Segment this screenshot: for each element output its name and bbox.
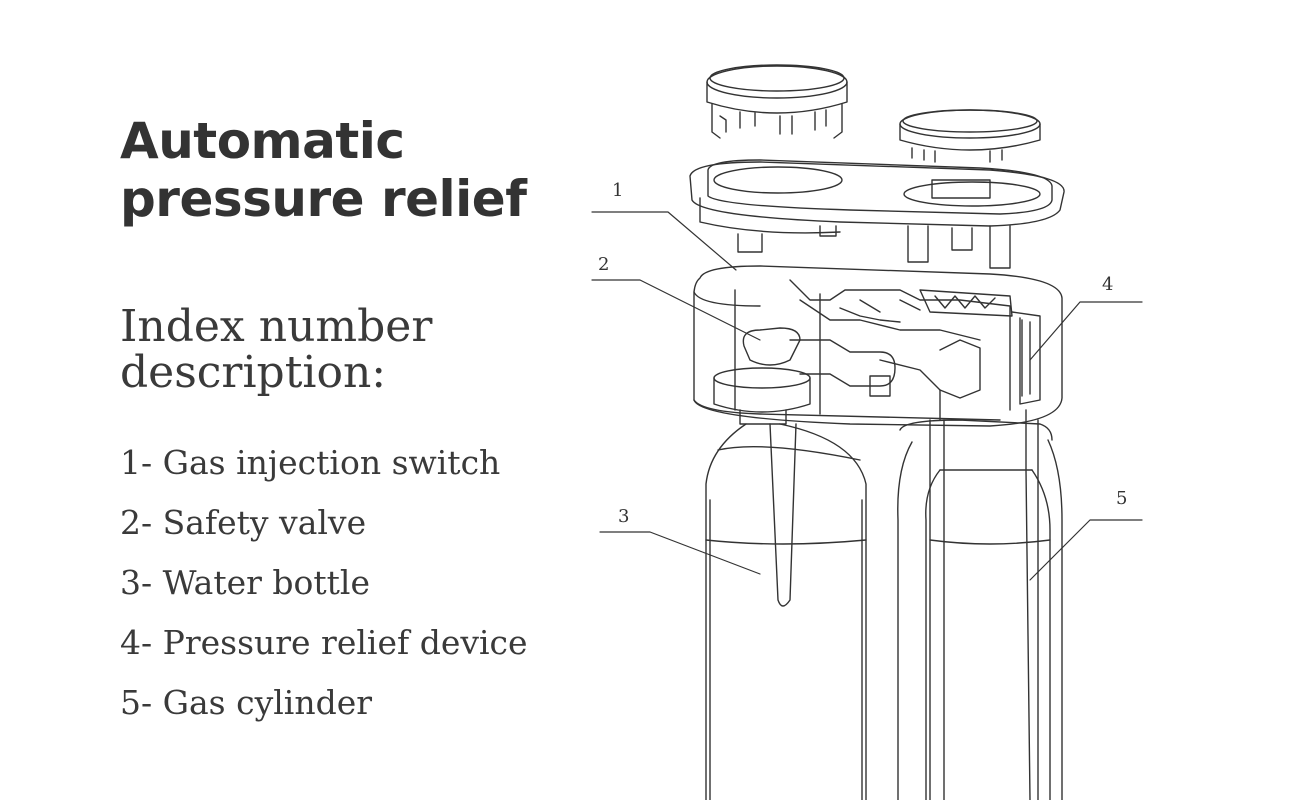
index-item-1: 1- Gas injection switch xyxy=(120,443,501,482)
index-item-4: 4- Pressure relief device xyxy=(120,623,528,662)
left-cap-drawing xyxy=(706,64,848,139)
housing-drawing xyxy=(693,265,1063,427)
index-item-5: 5- Gas cylinder xyxy=(120,683,373,722)
index-item-3: 3- Water bottle xyxy=(120,563,371,602)
callout-5: 5 xyxy=(1116,488,1127,509)
index-list: 1- Gas injection switch 2- Safety valve … xyxy=(120,438,528,738)
page-title: Automatic pressure relief xyxy=(120,112,527,228)
callout-1: 1 xyxy=(612,180,623,201)
index-heading: Index number description: xyxy=(120,301,433,398)
lid-plate-drawing xyxy=(689,159,1065,269)
leader-lines xyxy=(591,211,1143,581)
callout-4: 4 xyxy=(1102,274,1113,295)
right-cap-drawing xyxy=(899,109,1041,163)
callout-3: 3 xyxy=(618,506,629,527)
callout-2: 2 xyxy=(598,254,609,275)
index-item-2: 2- Safety valve xyxy=(120,503,367,542)
gas-cylinder-drawing xyxy=(897,409,1063,800)
exploded-view-diagram: 1 2 3 4 5 xyxy=(591,64,1143,800)
water-bottle-drawing xyxy=(705,367,867,800)
